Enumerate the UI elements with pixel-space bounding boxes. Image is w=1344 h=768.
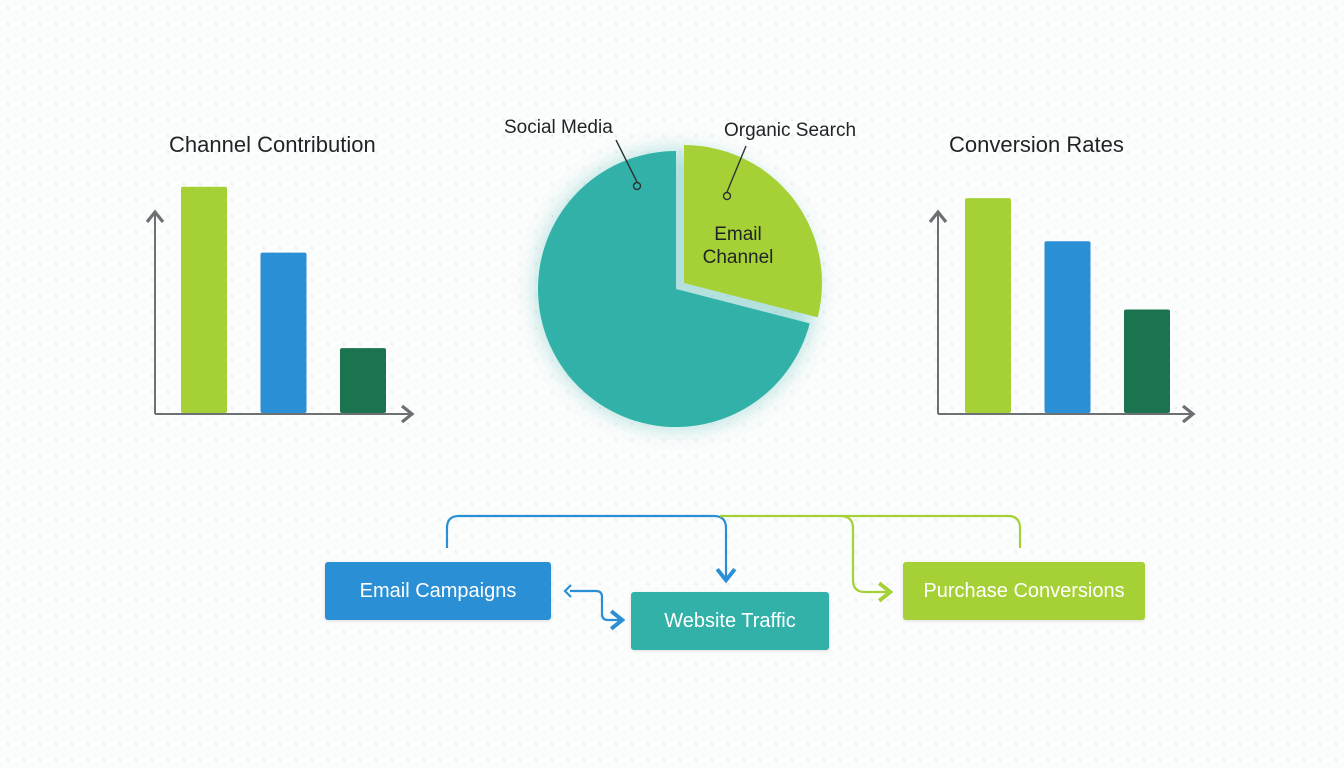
bar-1	[965, 198, 1011, 413]
bar-3	[1124, 309, 1170, 413]
pie-slice-organic-search	[684, 145, 823, 318]
connector-email-traffic-bidirectional	[570, 589, 626, 631]
connector-email-to-traffic	[445, 514, 737, 584]
connector-to-purchase	[720, 514, 1022, 592]
leader-dot	[722, 191, 732, 201]
bar-2	[1044, 241, 1091, 413]
bar-2	[260, 252, 307, 413]
bar-1	[181, 186, 227, 413]
bar-3	[340, 348, 386, 413]
node-website-traffic[interactable]: Website Traffic	[631, 592, 829, 650]
leader-dot	[632, 181, 642, 191]
chart-title-channel-contribution: Channel Contribution	[169, 132, 376, 157]
conversion-rates-chart	[928, 198, 1196, 424]
arrowhead-left	[563, 584, 572, 598]
pie-chart	[536, 139, 823, 429]
pie-label-organic-search: Organic Search	[724, 120, 857, 141]
node-purchase-conversions[interactable]: Purchase Conversions	[903, 562, 1145, 620]
leader-line	[615, 139, 638, 183]
channel-contribution-chart	[145, 186, 415, 424]
pie-label-social-media: Social Media	[504, 117, 613, 138]
chart-title-conversion-rates: Conversion Rates	[949, 132, 1124, 157]
email-line-1: Email	[714, 224, 762, 245]
node-email-campaigns[interactable]: Email Campaigns	[325, 562, 551, 620]
leader-line	[726, 145, 747, 193]
flow-connectors	[445, 514, 1022, 631]
email-line-2: Channel	[702, 247, 774, 268]
pie-slice-social-media	[538, 151, 810, 427]
